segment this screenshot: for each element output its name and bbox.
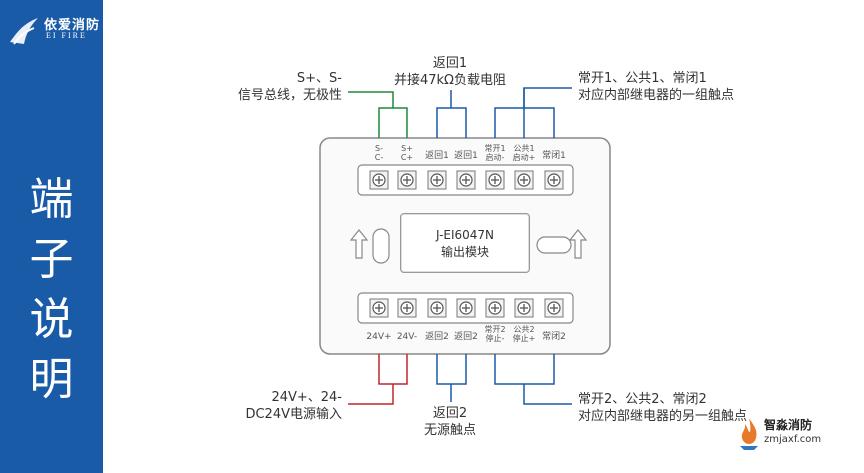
callout-return1-line1: 返回1 xyxy=(432,56,468,71)
watermark-url: zmjaxf.com xyxy=(764,434,822,445)
wire-relay2 xyxy=(494,354,555,385)
left-mount-slot xyxy=(372,228,390,264)
bottom-terminal-label-6: 公共2 xyxy=(513,325,534,334)
wire-signal-bus xyxy=(378,107,408,138)
module-type: 输出模块 xyxy=(440,245,489,259)
bottom-screws xyxy=(369,298,564,318)
bottom-terminal-sublabel-5: 停止- xyxy=(486,333,505,343)
callout-signal-bus: S+、S- 信号总线，无极性 xyxy=(232,70,342,104)
callout-relay2: 常开2、公共2、常闭2 对应内部继电器的另一组触点 xyxy=(578,391,747,425)
callout-return2-line1: 返回2 xyxy=(432,406,468,421)
sidebar-title-char: 子 xyxy=(29,234,74,285)
callout-signal-bus-line2: 信号总线，无极性 xyxy=(237,88,342,103)
wires xyxy=(348,87,572,405)
callout-relay1: 常开1、公共1、常闭1 对应内部继电器的一组触点 xyxy=(578,70,734,104)
watermark: 智淼消防 zmjaxf.com xyxy=(736,414,836,454)
bottom-terminal-label-7: 常闭2 xyxy=(542,330,566,342)
top-terminal-sublabel-1: C- xyxy=(375,153,384,162)
callout-relay1-line2: 对应内部继电器的一组触点 xyxy=(578,88,735,103)
callout-power-line1: 24V+、24- xyxy=(271,390,342,405)
top-terminal-sublabel-2: C+ xyxy=(401,153,413,162)
callout-return2: 返回2 无源触点 xyxy=(410,405,490,439)
bottom-terminal-label-4: 返回2 xyxy=(454,330,478,342)
right-up-arrow-icon xyxy=(568,229,588,259)
bottom-terminal-sublabel-6: 停止+ xyxy=(513,333,536,343)
bottom-terminal-label-5: 常开2 xyxy=(484,325,505,334)
top-terminal-label-5: 常开1 xyxy=(484,144,505,153)
flame-icon xyxy=(740,418,758,450)
wire-return1 xyxy=(436,107,467,138)
callout-power: 24V+、24- DC24V电源输入 xyxy=(232,389,342,423)
module-label-box: J-EI6047N 输出模块 xyxy=(400,213,530,273)
module-model: J-EI6047N xyxy=(435,228,495,242)
wire-power-leader xyxy=(348,384,394,405)
callout-relay2-line1: 常开2、公共2、常闭2 xyxy=(578,392,707,407)
callout-relay1-line1: 常开1、公共1、常闭1 xyxy=(578,71,707,86)
sidebar-title-char: 说 xyxy=(29,294,74,345)
wire-signal-bus-leader xyxy=(348,91,394,108)
bottom-terminal-label-3: 返回2 xyxy=(425,330,449,342)
sidebar-title-char: 端 xyxy=(29,174,74,225)
top-terminal-label-4: 返回1 xyxy=(454,149,478,161)
top-screws xyxy=(369,170,564,190)
wire-return2 xyxy=(436,354,467,385)
top-terminal-label-2: S+ xyxy=(401,144,413,153)
sidebar-title-char: 明 xyxy=(29,354,74,405)
top-terminal-label-6: 公共1 xyxy=(513,144,534,153)
wire-relay2-leader xyxy=(523,384,572,405)
callout-return2-line2: 无源触点 xyxy=(423,423,476,438)
brand-logo-icon xyxy=(10,18,38,45)
top-terminal-label-7: 常闭1 xyxy=(542,149,566,161)
wire-power xyxy=(378,354,408,385)
brand-name: 依爱消防 xyxy=(44,18,101,33)
callout-power-line2: DC24V电源输入 xyxy=(245,407,342,422)
brand-sidebar: 依爱消防 EI FIRE 端 子 说 明 xyxy=(0,0,103,473)
bottom-terminal-label-2: 24V- xyxy=(397,332,417,342)
brand-subtitle: EI FIRE xyxy=(46,31,87,40)
callout-return1: 返回1 并接47kΩ负载电阻 xyxy=(380,55,520,89)
callout-relay2-line2: 对应内部继电器的另一组触点 xyxy=(578,409,748,424)
callout-return1-line2: 并接47kΩ负载电阻 xyxy=(393,73,506,88)
callout-signal-bus-line1: S+、S- xyxy=(296,71,342,86)
wire-relay1-leader xyxy=(523,87,572,138)
top-terminal-sublabel-6: 启动+ xyxy=(513,152,536,162)
sidebar-title: 端 子 说 明 xyxy=(0,170,103,410)
top-terminal-label-3: 返回1 xyxy=(425,149,449,161)
left-up-arrow-icon xyxy=(349,229,369,259)
top-terminal-label-1: S- xyxy=(375,144,383,153)
watermark-name: 智淼消防 xyxy=(764,418,813,432)
top-terminal-sublabel-5: 启动- xyxy=(486,152,505,162)
bottom-terminal-label-1: 24V+ xyxy=(366,332,391,342)
right-mount-slot xyxy=(536,236,572,254)
